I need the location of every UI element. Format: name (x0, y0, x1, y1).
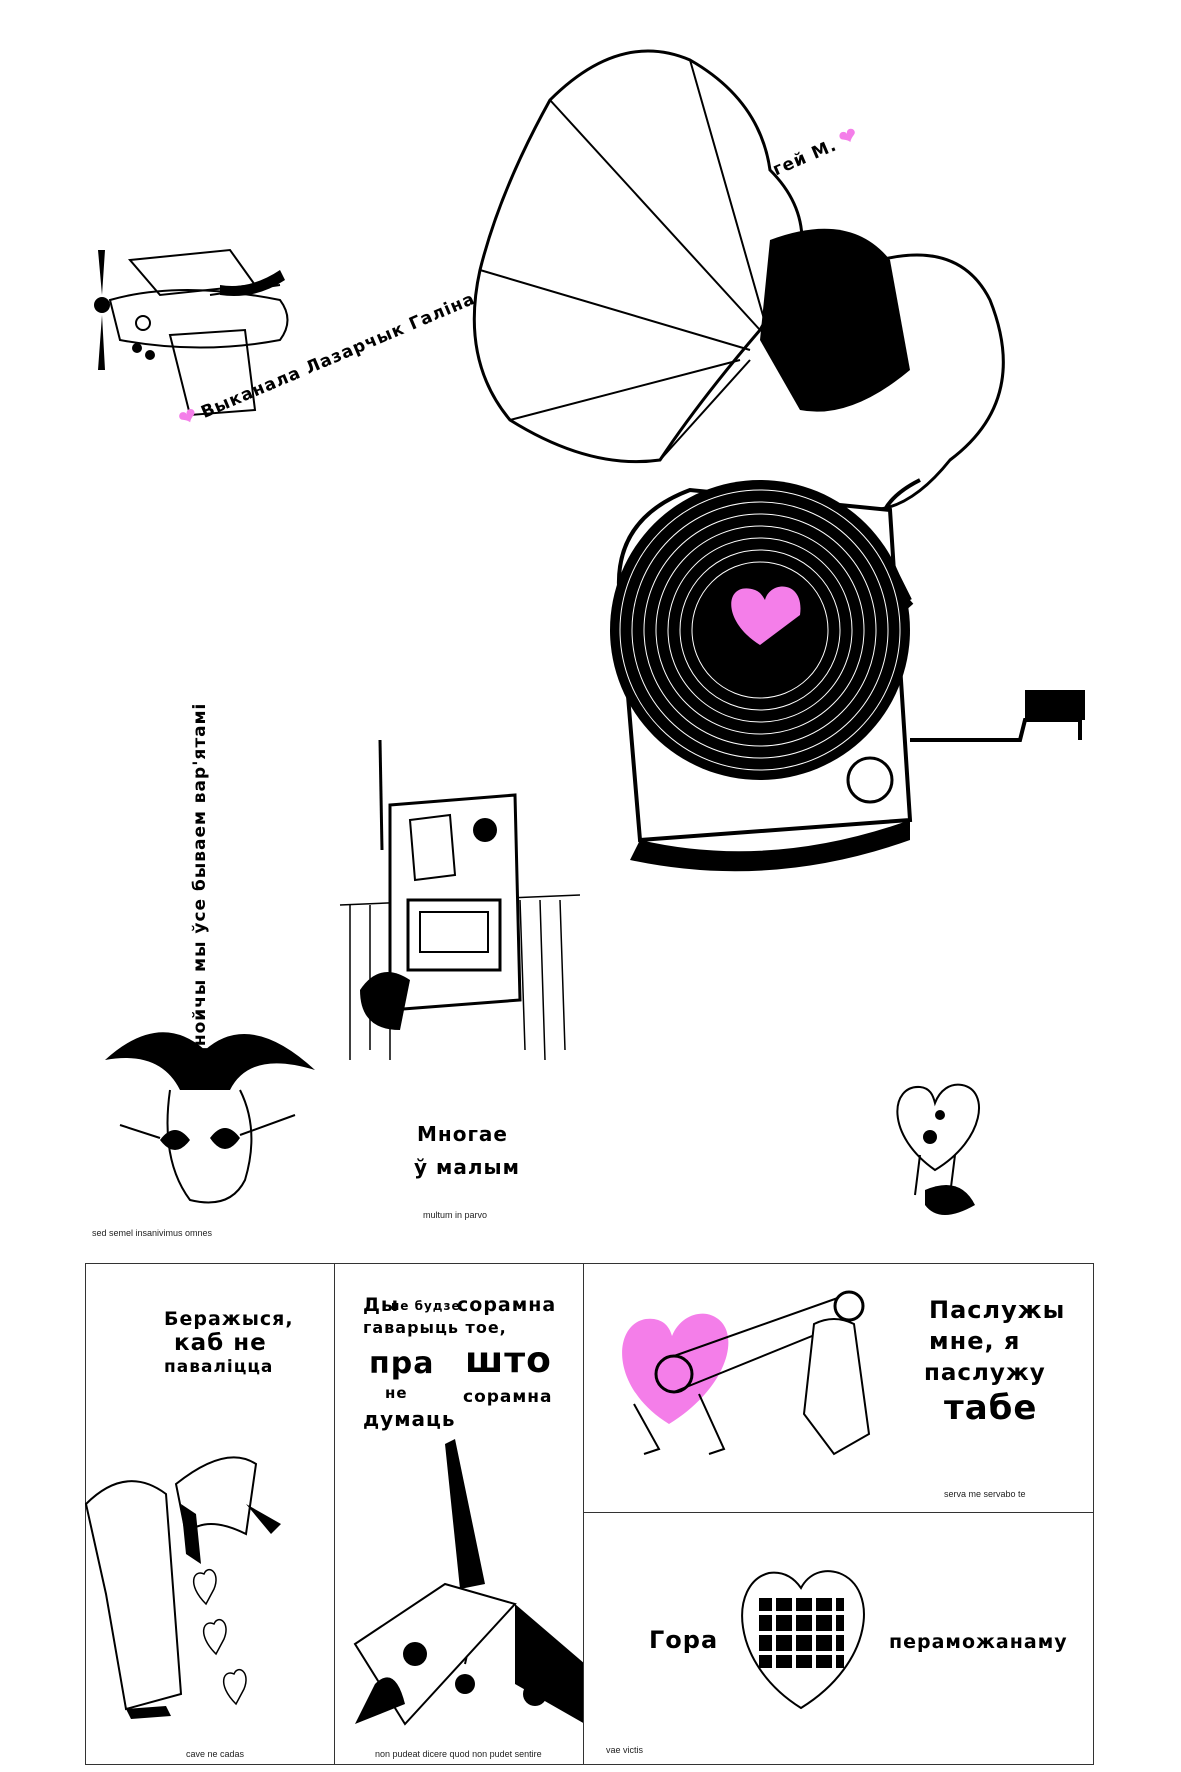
p3-line4: табе (944, 1388, 1038, 1428)
p3-line1: Паслужы (929, 1296, 1066, 1324)
caged-heart-illustration (741, 1570, 865, 1710)
p2-w3: сорамна (457, 1294, 557, 1316)
p1-line3: паваліцца (164, 1357, 274, 1377)
panel-vae-victis: Гора пераможанаму vae victis (583, 1512, 1094, 1765)
p1-line1: Беражыся, (164, 1308, 294, 1330)
p3-latin: serva me servabo te (944, 1489, 1026, 1499)
p2-w1: Ды (363, 1294, 400, 1316)
stove-illustration (339, 739, 581, 1061)
panel-non-pudeat: Ды не будзе сорамна гаварыць тое, пра шт… (334, 1263, 585, 1765)
stove-latin: multum in parvo (423, 1210, 488, 1220)
p2-w6: што (465, 1340, 552, 1381)
p2-w5: пра (369, 1346, 435, 1381)
walking-heart-illustration (896, 1083, 980, 1215)
dancing-figure-illustration (353, 1439, 585, 1726)
stove-caption-line2: ў малым (414, 1155, 520, 1179)
heart-machine-illustration (622, 1290, 871, 1456)
jester-latin: sed semel insanivimus omnes (92, 1228, 213, 1238)
falling-figure-illustration (84, 1456, 281, 1719)
p1-line2: каб не (174, 1330, 267, 1356)
panel-serva-me: Паслужы мне, я паслужу табе serva me ser… (583, 1263, 1094, 1513)
stove-caption-line1: Многае (417, 1122, 508, 1146)
p2-w4: гаварыць тое, (363, 1318, 507, 1337)
p2-latin: non pudeat dicere quod non pudet sentire (375, 1749, 542, 1759)
gramophone-illustration (472, 49, 1085, 872)
p2-w2: не будзе (391, 1299, 461, 1313)
jester-illustration (105, 1032, 315, 1204)
p4-left: Гора (649, 1626, 719, 1654)
panel-cave-ne-cadas: Беражыся, каб не паваліцца cave ne cadas (84, 1263, 335, 1765)
p4-latin: vae victis (606, 1745, 644, 1755)
p4-right: пераможанаму (889, 1631, 1068, 1653)
airplane-illustration (94, 248, 289, 417)
p3-line3: паслужу (924, 1360, 1046, 1386)
p2-w9: думаць (363, 1407, 456, 1431)
p3-line2: мне, я (929, 1327, 1021, 1355)
p2-w8: сорамна (463, 1387, 553, 1407)
p1-latin: cave ne cadas (186, 1749, 245, 1759)
p2-w7: не (385, 1384, 408, 1402)
